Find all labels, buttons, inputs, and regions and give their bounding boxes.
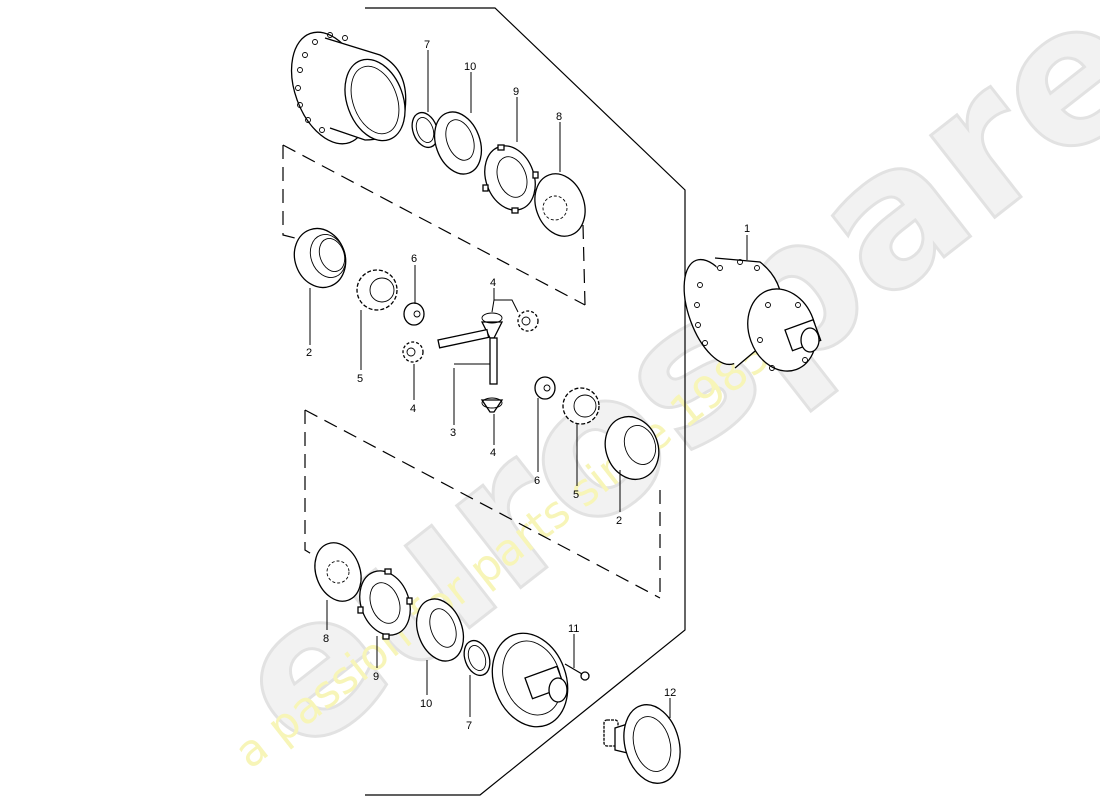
lower-dashed-frame bbox=[304, 409, 661, 599]
shim-upper bbox=[411, 111, 439, 149]
callout-12[interactable]: 12 bbox=[664, 687, 676, 699]
callout-5-lower[interactable]: 5 bbox=[573, 489, 579, 501]
callout-8-lower[interactable]: 8 bbox=[323, 633, 329, 645]
leader-lines bbox=[309, 50, 748, 718]
callout-10-upper[interactable]: 10 bbox=[464, 61, 476, 73]
side-gear-upper bbox=[356, 269, 398, 311]
dished-spring-lower bbox=[415, 598, 465, 662]
drive-flange bbox=[603, 704, 681, 784]
outer-disc-lower bbox=[357, 568, 413, 640]
callout-9-lower[interactable]: 9 bbox=[373, 671, 379, 683]
pinion-lower bbox=[480, 397, 504, 413]
outer-disc-upper bbox=[482, 144, 539, 214]
callout-7-upper[interactable]: 7 bbox=[424, 39, 430, 51]
callout-6-lower[interactable]: 6 bbox=[534, 475, 540, 487]
callout-8-upper[interactable]: 8 bbox=[556, 111, 562, 123]
differential-assembly bbox=[683, 257, 822, 372]
pinion-upper-b bbox=[517, 310, 539, 332]
differential-cover-lower bbox=[491, 632, 569, 728]
side-gear-lower bbox=[562, 387, 600, 425]
thrust-washer-lower bbox=[534, 376, 556, 400]
callout-3[interactable]: 3 bbox=[450, 427, 456, 439]
callout-4-upper[interactable]: 4 bbox=[490, 277, 496, 289]
thrust-washer-upper bbox=[403, 302, 425, 326]
callout-6-upper[interactable]: 6 bbox=[411, 253, 417, 265]
inner-disc-lower bbox=[314, 542, 362, 602]
callout-7-lower[interactable]: 7 bbox=[466, 720, 472, 732]
pressure-ring-upper bbox=[293, 227, 347, 289]
callout-4-lower[interactable]: 4 bbox=[490, 447, 496, 459]
differential-housing-upper bbox=[290, 31, 407, 145]
callouts: 7 10 9 8 1 6 4 2 5 4 3 4 6 5 2 8 9 10 7 … bbox=[306, 39, 750, 732]
inner-disc-upper bbox=[534, 173, 586, 237]
upper-dashed-frame bbox=[282, 144, 586, 306]
bolt bbox=[564, 663, 590, 681]
pinion-left bbox=[402, 341, 424, 363]
callout-5-upper[interactable]: 5 bbox=[357, 373, 363, 385]
callout-2-lower[interactable]: 2 bbox=[616, 515, 622, 527]
dished-spring-upper bbox=[433, 111, 483, 175]
callout-4-left[interactable]: 4 bbox=[410, 403, 416, 415]
callout-1[interactable]: 1 bbox=[744, 223, 750, 235]
shim-lower bbox=[463, 639, 491, 677]
differential-shafts bbox=[437, 328, 498, 385]
callout-9-upper[interactable]: 9 bbox=[513, 86, 519, 98]
callout-11[interactable]: 11 bbox=[568, 623, 579, 635]
callout-10-lower[interactable]: 10 bbox=[420, 698, 432, 710]
callout-2-upper[interactable]: 2 bbox=[306, 347, 312, 359]
pressure-ring-lower bbox=[604, 415, 660, 481]
